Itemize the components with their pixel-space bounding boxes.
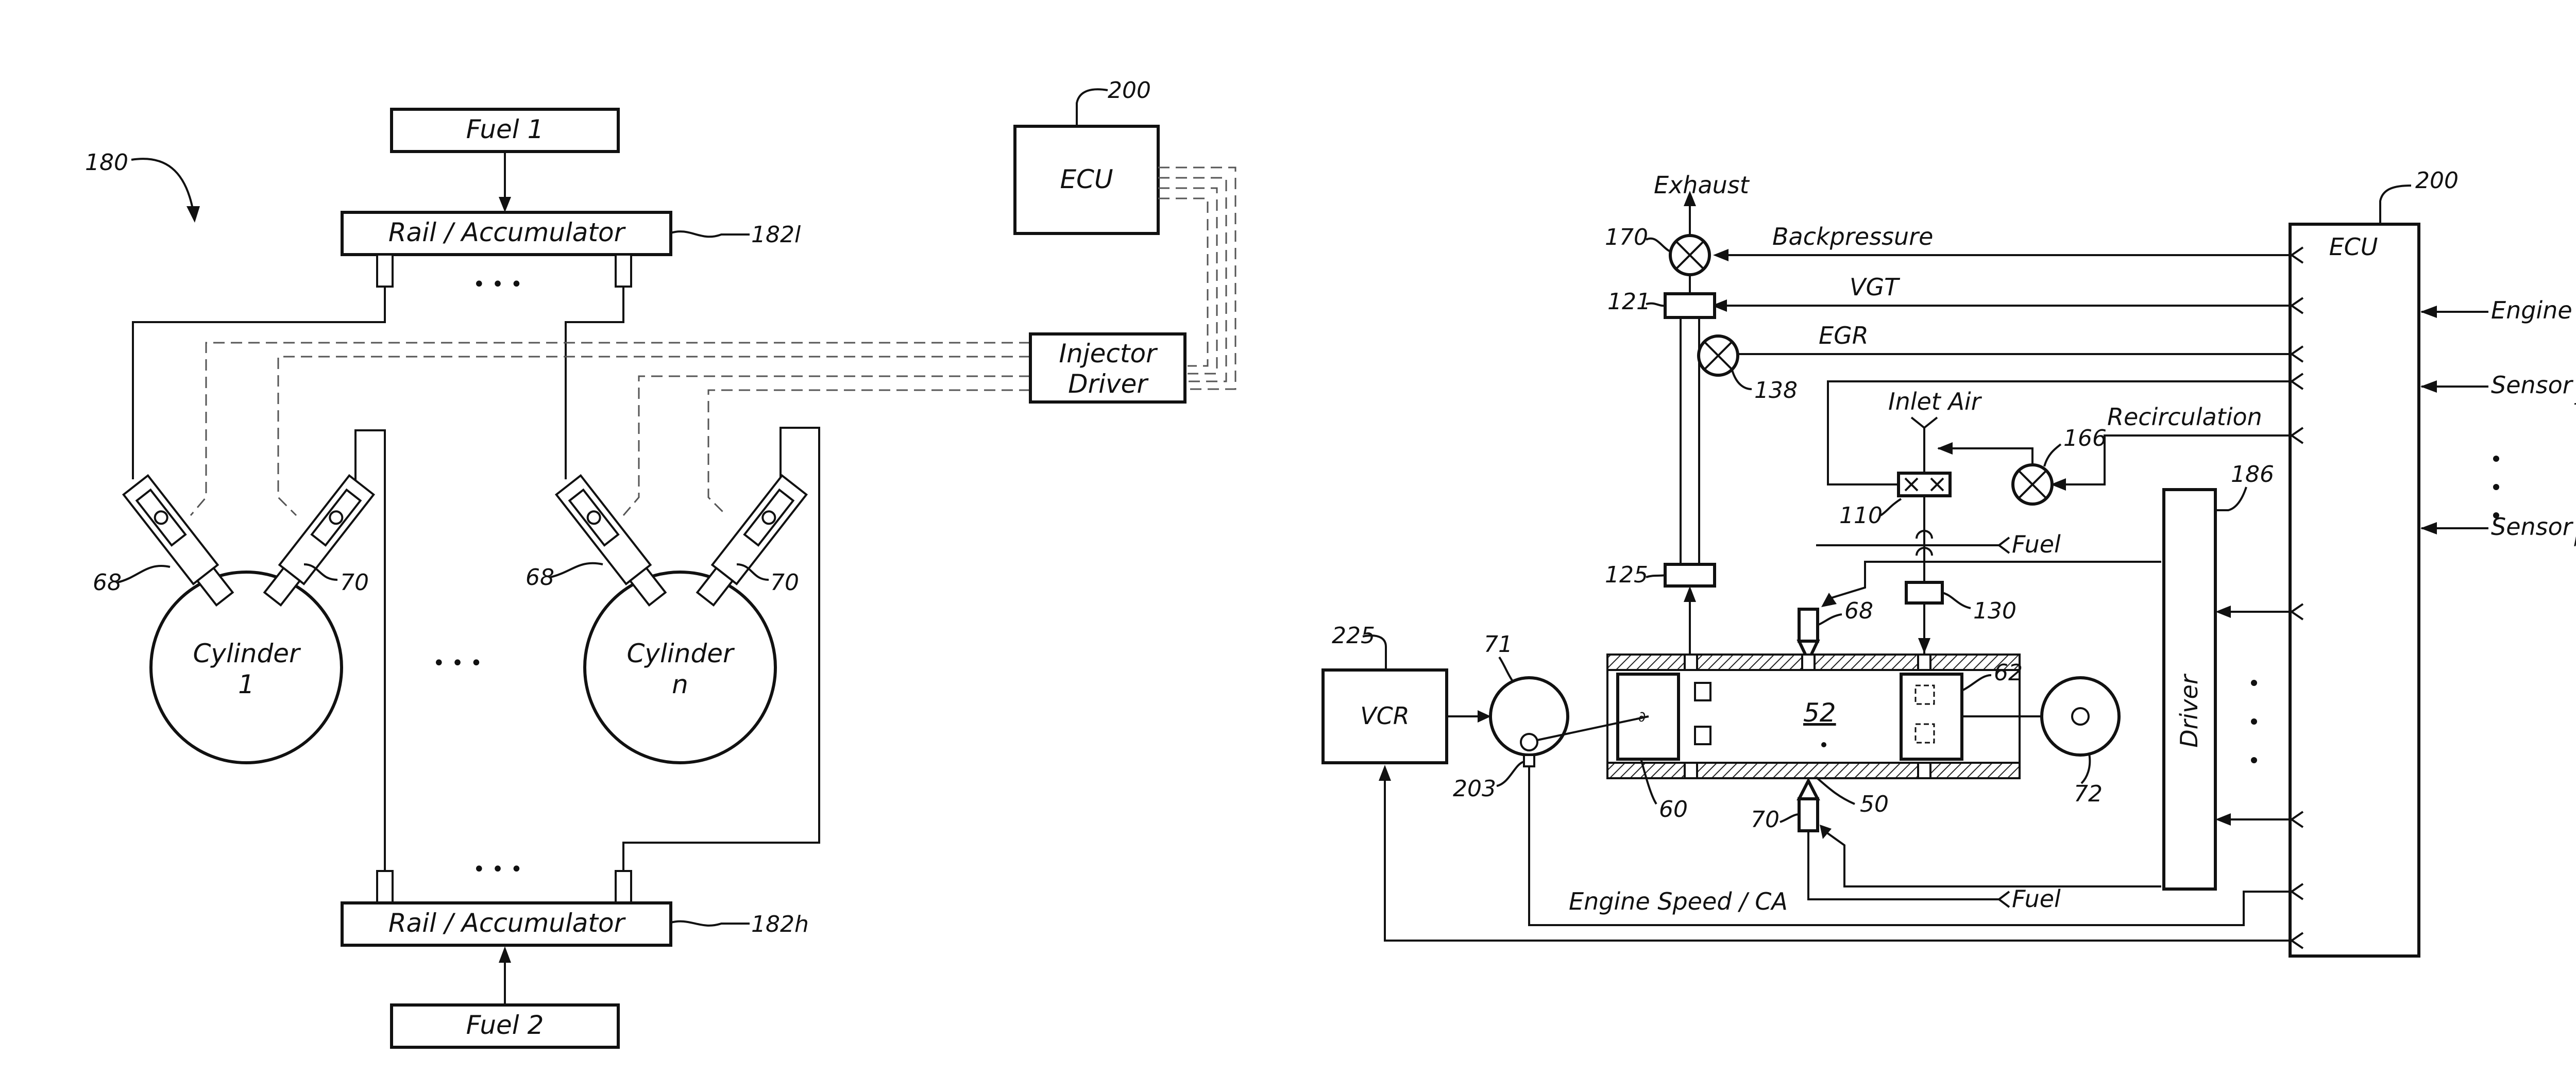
driver-box: Driver [2164, 490, 2215, 889]
sensor1-label: Sensor [2491, 371, 2574, 399]
ref-72: 72 [2074, 781, 2103, 807]
ref-62: 62 [1994, 660, 2023, 686]
ecu-right-label: ECU [2329, 233, 2378, 261]
ref-110: 110 [1839, 502, 1883, 529]
fuel2-box: Fuel 2 [392, 1005, 618, 1047]
backpressure-label: Backpressure [1772, 223, 1933, 250]
ref-166: 166 [2063, 425, 2107, 451]
right-diagram: ECU 200 Engine Load Sensor 1 Sensor n Ba… [1323, 167, 2576, 956]
ref-52: 52 [1803, 698, 1836, 728]
injector-68-right [1799, 609, 1818, 661]
ref-130: 130 [1973, 598, 2016, 624]
inj70-cyl1-ref: 70 [340, 569, 369, 596]
valve-166 [2013, 465, 2052, 504]
ecu-right: ECU [2290, 224, 2419, 956]
rail-bottom: Rail / Accumulator [342, 903, 671, 945]
exhaust-label: Exhaust [1654, 171, 1750, 199]
fuel2-label: Fuel 2 [466, 1010, 544, 1040]
rail-top-label: Rail / Accumulator [388, 217, 626, 247]
throttle-110 [1899, 473, 1950, 496]
ref-138: 138 [1754, 377, 1798, 404]
ref-170: 170 [1605, 224, 1648, 250]
sensor1-sub: 1 [2573, 389, 2576, 409]
injector-70-right [1799, 781, 1818, 831]
valve-138 [1699, 336, 1738, 375]
sensor-130 [1906, 582, 1942, 603]
fuel1-box: Fuel 1 [392, 109, 618, 152]
sensorn-sub: n [2573, 530, 2576, 551]
fuel-bottom-label: Fuel [2012, 885, 2061, 913]
cylinder-n: Cylinder n [585, 572, 775, 763]
rail-bottom-label: Rail / Accumulator [388, 908, 626, 938]
sensor-125 [1665, 564, 1715, 586]
driver-label: Driver [2175, 673, 2203, 748]
ref-225: 225 [1332, 623, 1375, 649]
inlet-air-label: Inlet Air [1888, 388, 1982, 415]
vgt-121 [1665, 294, 1715, 317]
injector-driver: Injector Driver [1030, 334, 1185, 402]
cylinder-1-num: 1 [238, 669, 255, 699]
sensor-203 [1524, 755, 1534, 766]
ecu-left-ref: 200 [1108, 77, 1151, 104]
ellipsis-bottom: • • • [473, 858, 522, 881]
recirculation-label: Recirculation [2107, 403, 2262, 431]
piston-62 [1901, 674, 1962, 759]
ref-71: 71 [1484, 631, 1513, 658]
engine-speed-label: Engine Speed / CA [1569, 887, 1788, 915]
ecu-right-ref: 200 [2415, 167, 2459, 194]
ref-70-right: 70 [1751, 807, 1780, 833]
inj70-cyln-ref: 70 [770, 569, 799, 596]
vcr-label: VCR [1360, 702, 1410, 730]
crank-71 [1490, 678, 1568, 755]
cylinder-1-label: Cylinder [193, 639, 301, 668]
cylinder-n-num: n [672, 669, 688, 699]
inj68-cyln-ref: 68 [526, 564, 554, 591]
crank-72 [2042, 678, 2119, 755]
ellipsis-mid: • • • [433, 651, 482, 675]
rail-top: Rail / Accumulator [342, 212, 671, 255]
fuel1-label: Fuel 1 [466, 114, 544, 144]
ref-50: 50 [1860, 791, 1889, 817]
ellipsis-top: • • • [473, 273, 522, 296]
ref-125: 125 [1605, 562, 1648, 588]
ref-121: 121 [1607, 289, 1651, 315]
sensorn-label: Sensor [2491, 513, 2574, 541]
inj68-cyl1-ref: 68 [93, 569, 122, 596]
ecu-left: ECU [1015, 126, 1158, 233]
injector-68-cyl1 [124, 476, 237, 609]
injector-68-cyln [556, 476, 670, 609]
vcr-box: VCR [1323, 670, 1447, 763]
engine-load-label: Engine Load [2491, 296, 2576, 324]
fuel-top-label: Fuel [2012, 530, 2061, 558]
ref-203: 203 [1453, 776, 1496, 802]
cylinder-n-label: Cylinder [626, 639, 735, 668]
injector-driver-line2: Driver [1068, 369, 1149, 399]
left-diagram: 180 Fuel 1 Rail / Accumulator 182l • • • [85, 77, 1235, 1047]
system-ref-label: 180 [85, 149, 128, 176]
ref-60: 60 [1659, 796, 1688, 823]
vgt-label: VGT [1850, 273, 1901, 301]
valve-170 [1670, 236, 1709, 275]
rail-top-ref: 182l [751, 222, 801, 248]
ecu-left-label: ECU [1060, 164, 1113, 194]
injector-driver-line1: Injector [1059, 339, 1158, 368]
egr-label: EGR [1819, 322, 1869, 349]
ref-68-right: 68 [1844, 598, 1873, 624]
ref-186: 186 [2231, 461, 2274, 488]
system-ref-arrow [131, 159, 193, 211]
rail-bottom-ref: 182h [751, 911, 809, 937]
cylinder-1: Cylinder 1 [151, 572, 342, 763]
